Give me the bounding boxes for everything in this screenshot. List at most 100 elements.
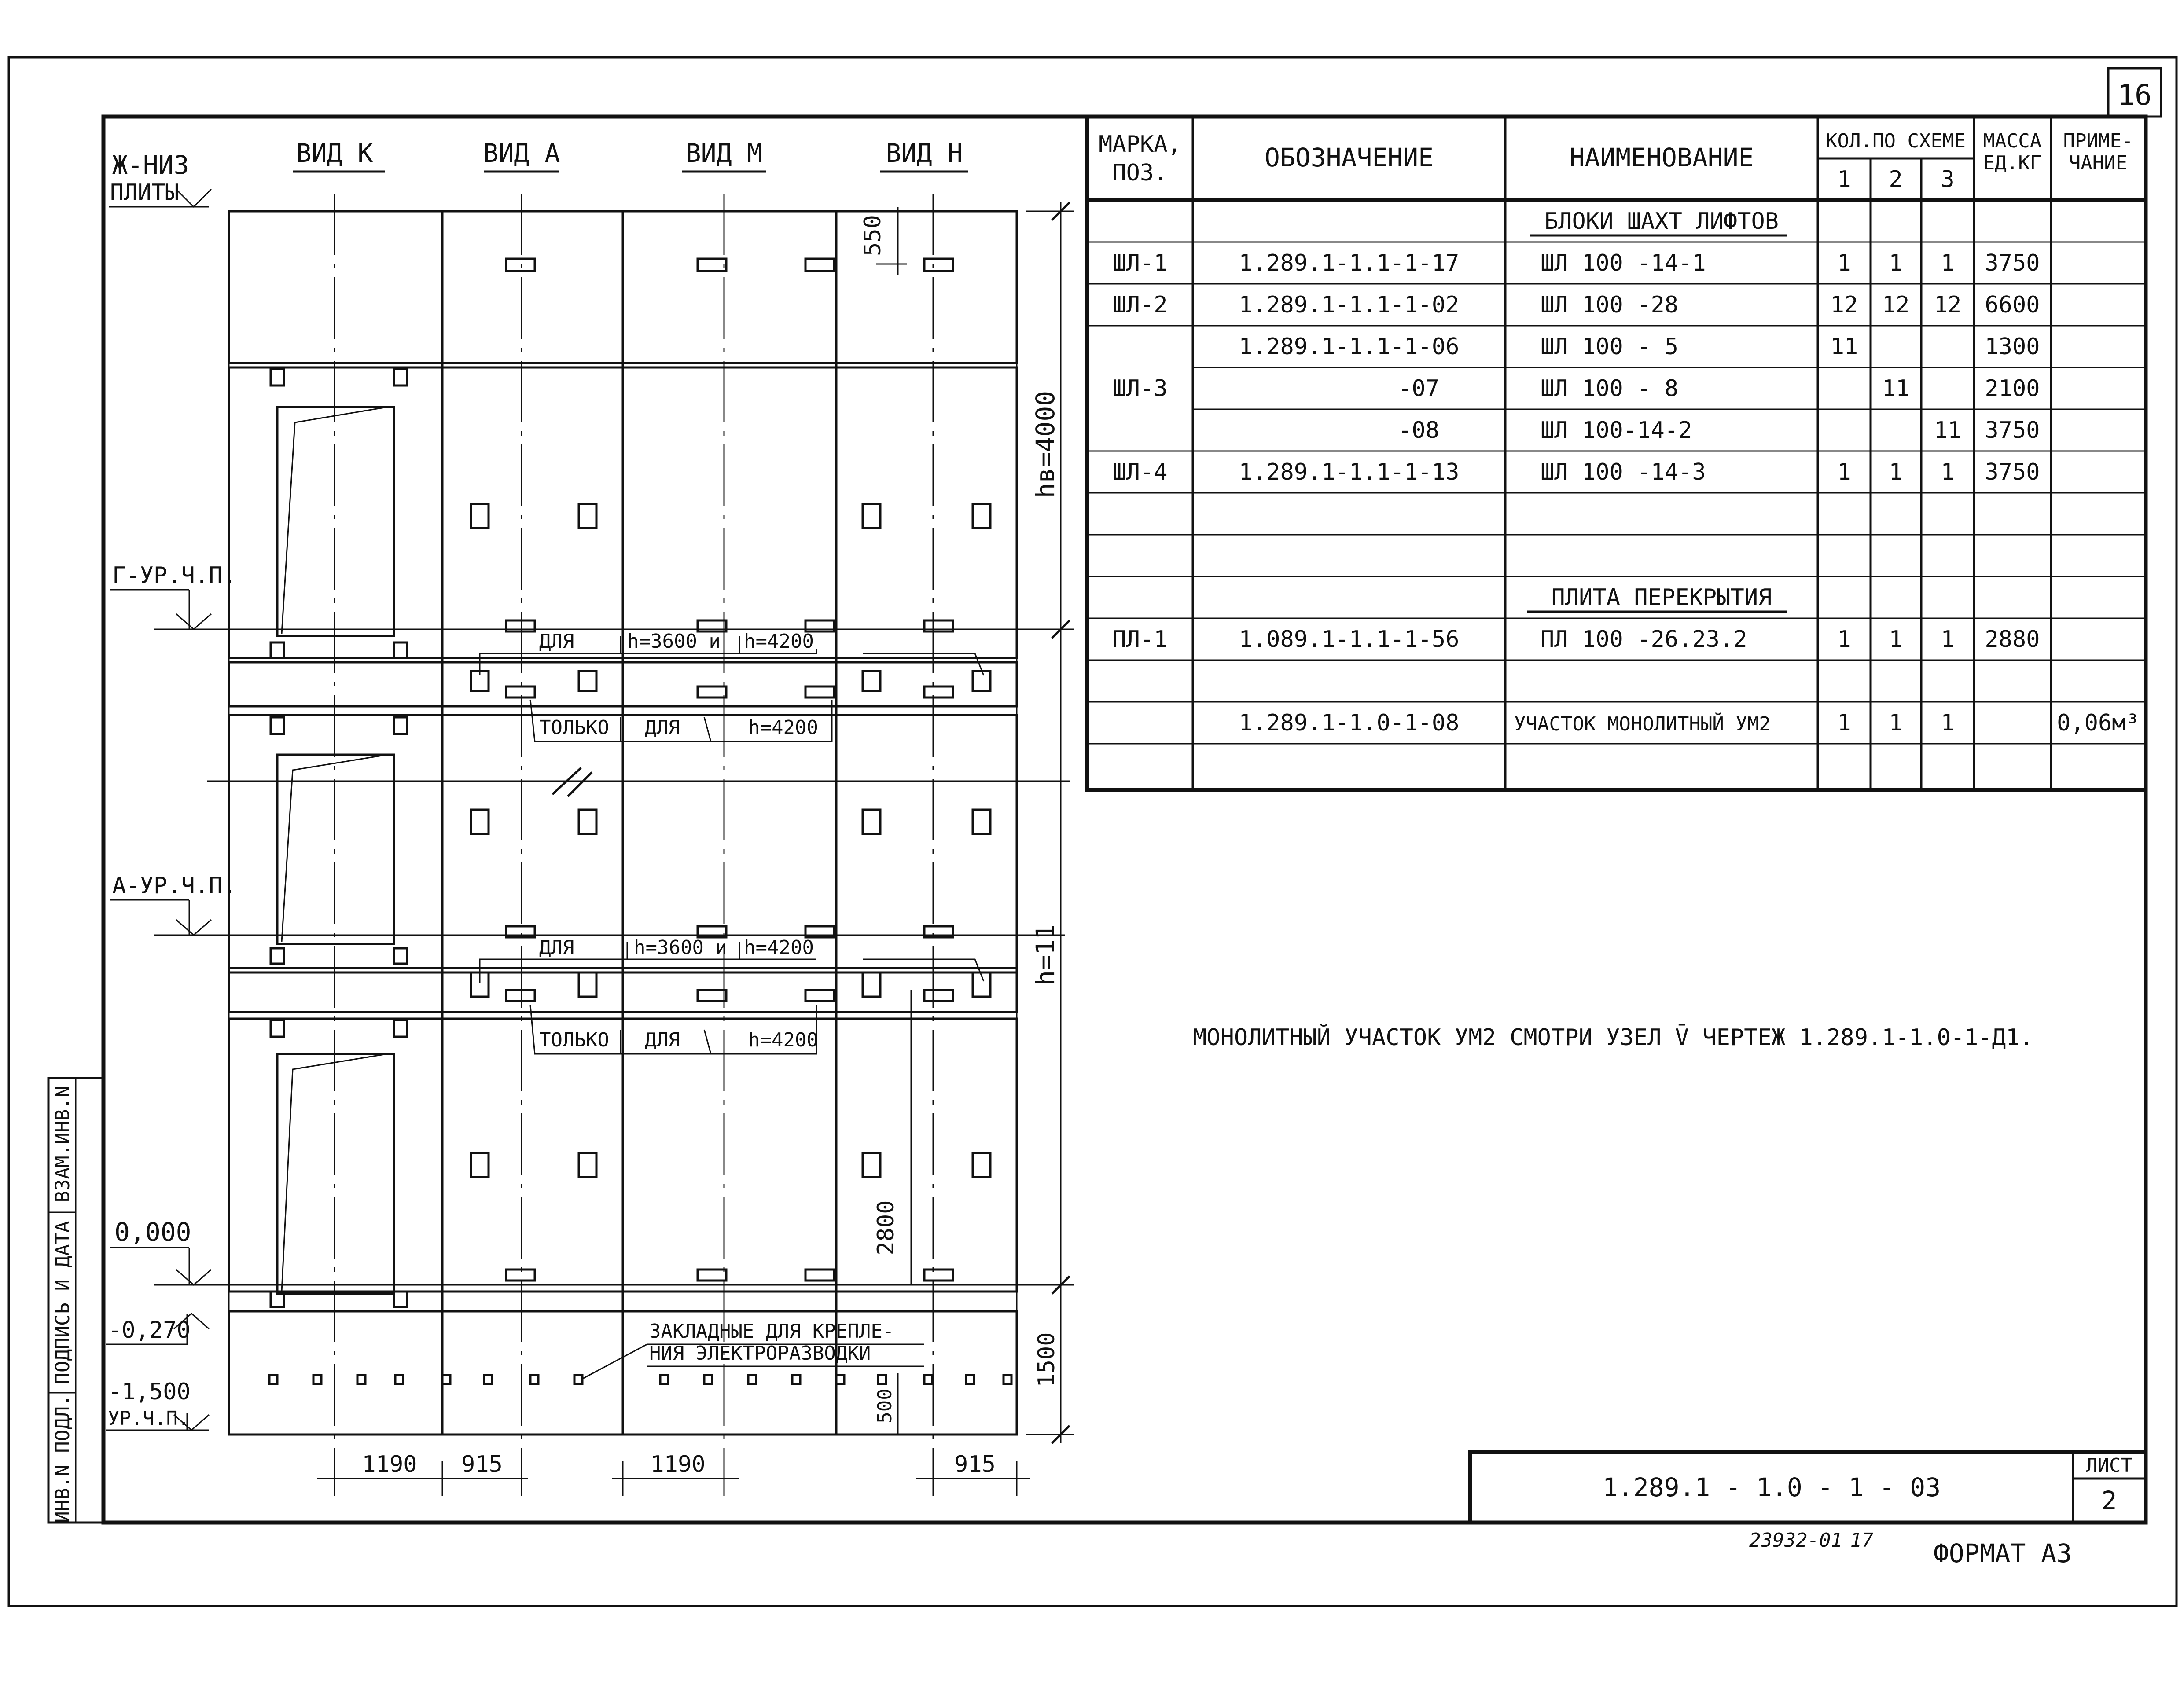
th-name: НАИМЕНОВАНИЕ: [1569, 143, 1754, 172]
side-label-inv-podl: ИНВ.N ПОДЛ.: [51, 1394, 74, 1523]
cell-q1: 1: [1837, 626, 1851, 653]
table-row: ШЛ-4 1.289.1-1.1-1-13 ШЛ 100 -14-3 1 1 1…: [1112, 459, 2040, 485]
cell-q2: 12: [1882, 292, 1910, 318]
section-title-blocks: БЛОКИ ШАХТ ЛИФТОВ: [1544, 208, 1779, 235]
cell-q1: 11: [1831, 334, 1858, 360]
note-leader-2: [479, 942, 985, 983]
view-title-a: ВИД А: [483, 138, 560, 168]
cell-designation: 1.289.1-1.1-1-06: [1239, 334, 1460, 360]
note-only-leader-1: [529, 699, 833, 742]
monolithic-note: МОНОЛИТНЫЙ УЧАСТОК УМ2 СМОТРИ УЗЕЛ V̄ ЧЕ…: [1193, 1024, 2033, 1051]
level-slab-marker: [175, 188, 212, 208]
stamp-box: [1468, 1450, 2148, 1525]
cell-mark: ШЛ-2: [1112, 292, 1167, 318]
cell-q2: 1: [1889, 459, 1902, 485]
cell-designation: -08: [1398, 417, 1439, 444]
level-a: А-УР.Ч.П.: [112, 873, 236, 899]
cell-mass: 3750: [1985, 250, 2040, 276]
th-mass-1: МАССА: [1983, 130, 2041, 152]
note-embedded-1: ЗАКЛАДНЫЕ ДЛЯ КРЕПЛЕ-: [649, 1320, 894, 1343]
table-row: ШЛ-3 -07 ШЛ 100 - 8 11 2100: [1112, 375, 2040, 402]
break-mark: [552, 767, 593, 797]
panel-dividers: [441, 211, 838, 1435]
cell-designation: 1.089.1-1.1-1-56: [1239, 626, 1460, 653]
stamp-code: 1.289.1 - 1.0 - 1 - 03: [1603, 1472, 1941, 1502]
dim-1500: 1500: [1033, 1332, 1060, 1387]
note-h4200-only-2: h=4200: [748, 1029, 818, 1051]
level-minus-1500: -1,500: [108, 1379, 191, 1405]
cell-q2: 1: [1889, 626, 1902, 653]
section-title-slab: ПЛИТА ПЕРЕКРЫТИЯ: [1552, 584, 1772, 611]
cell-q3: 1: [1941, 710, 1954, 736]
archive-page: 17: [1850, 1529, 1874, 1552]
cell-name: ПЛ 100 -26.23.2: [1541, 626, 1747, 653]
cell-designation: 1.289.1-1.1-1-13: [1239, 459, 1460, 485]
note-only-leader-2: [529, 1005, 817, 1055]
cell-name: ШЛ 100 -28: [1541, 292, 1678, 318]
table-row: -08 ШЛ 100-14-2 11 3750: [1398, 417, 2040, 444]
table-row: ПЛ-1 1.089.1-1.1-1-56 ПЛ 100 -26.23.2 1 …: [1112, 626, 2040, 653]
note-only-2: ТОЛЬКО: [539, 1029, 609, 1051]
door-openings: [276, 406, 395, 1295]
cell-q1: 1: [1837, 459, 1851, 485]
axis-lines: [334, 194, 934, 1496]
table-row: 1.289.1-1.0-1-08 УЧАСТОК МОНОЛИТНЫЙ УМ2 …: [1239, 710, 2140, 736]
spec-table-grid: [1085, 114, 2148, 792]
level-a-marker: [176, 919, 212, 936]
cell-q2: 11: [1882, 375, 1910, 402]
cell-q3: 1: [1941, 626, 1954, 653]
cell-q3: 1: [1941, 250, 1954, 276]
note-only-1: ТОЛЬКО: [539, 716, 609, 739]
cell-note: 0,06м³: [2057, 710, 2140, 736]
embedded-parts: [269, 257, 992, 1308]
note-h3600-1: h=3600 и: [627, 630, 721, 653]
cell-q3: 11: [1934, 417, 1962, 444]
stamp-sheet-value: 2: [2102, 1486, 2117, 1516]
th-mark-2: ПОЗ.: [1112, 160, 1167, 186]
level-slab-bottom-2: ПЛИТЫ: [110, 180, 179, 206]
note-for-1: ДЛЯ: [539, 630, 574, 653]
cell-designation: 1.289.1-1.1-1-17: [1239, 250, 1460, 276]
cell-mass: 3750: [1985, 459, 2040, 485]
cell-mark: ШЛ-4: [1112, 459, 1167, 485]
dim-550: 550: [860, 215, 886, 256]
cell-name: УЧАСТОК МОНОЛИТНЫЙ УМ2: [1514, 712, 1771, 735]
table-rows: ШЛ-1 1.289.1-1.1-1-17 ШЛ 100 -14-1 1 1 1…: [1112, 250, 2140, 736]
cell-mass: 1300: [1985, 334, 2040, 360]
cell-name: ШЛ 100 - 8: [1541, 375, 1678, 402]
cell-q2: 1: [1889, 250, 1902, 276]
dim-1190-a: 1190: [362, 1451, 417, 1478]
side-label-vzam-inv: ВЗАМ.ИНВ.N: [51, 1086, 74, 1203]
dim-hb4000: hв=4000: [1030, 391, 1060, 498]
format-label: ФОРМАТ А3: [1934, 1538, 2072, 1568]
cell-mass: 6600: [1985, 292, 2040, 318]
note-h4200-1: h=4200: [744, 630, 814, 653]
cell-name: ШЛ 100-14-2: [1541, 417, 1692, 444]
bottom-dimension-lines: [317, 1461, 1030, 1496]
outer-frame: [7, 56, 2178, 1607]
stamp-sheet-label: ЛИСТ: [2086, 1454, 2133, 1477]
note-embedded-2: НИЯ ЭЛЕКТРОРАЗВОДКИ: [649, 1342, 871, 1365]
cell-q1: 12: [1831, 292, 1858, 318]
th-q3: 3: [1941, 166, 1954, 193]
level-g: Г-УР.Ч.П.: [112, 562, 236, 589]
table-row: ШЛ-2 1.289.1-1.1-1-02 ШЛ 100 -28 12 12 1…: [1112, 292, 2040, 318]
sheet-number: 16: [2118, 79, 2151, 112]
cell-mark: ШЛ-3: [1112, 375, 1167, 402]
th-mass-2: ЕД.КГ: [1983, 152, 2041, 174]
cell-mass: 3750: [1985, 417, 2040, 444]
note-for-2: ДЛЯ: [539, 936, 574, 959]
th-qty: КОЛ.ПО СХЕМЕ: [1826, 130, 1966, 152]
dim-500: 500: [874, 1388, 896, 1423]
level-zero: 0,000: [114, 1217, 191, 1247]
cell-name: ШЛ 100 - 5: [1541, 334, 1678, 360]
dim-h11: h=11: [1030, 924, 1060, 986]
note-for-only-2: ДЛЯ: [645, 1029, 680, 1051]
cell-q2: 1: [1889, 710, 1902, 736]
note-h3600-2: h=3600 и: [634, 936, 727, 959]
cell-q1: 1: [1837, 710, 1851, 736]
th-mark-1: МАРКА,: [1099, 131, 1181, 158]
cell-q1: 1: [1837, 250, 1851, 276]
level-clean-floor-marker: [173, 1413, 210, 1431]
cell-q3: 1: [1941, 459, 1954, 485]
